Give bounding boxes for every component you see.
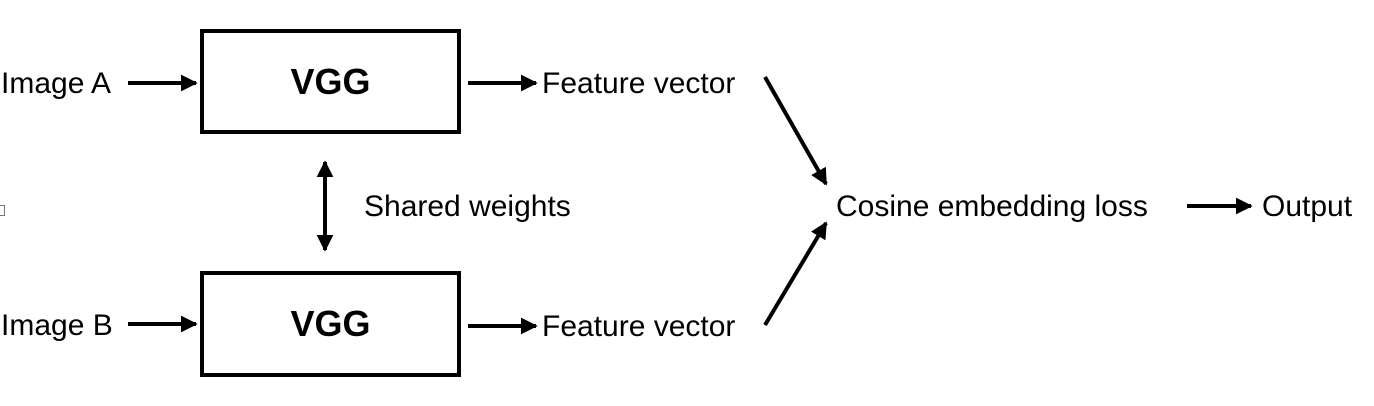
image-b-label: Image B [1, 309, 113, 342]
cosine-embedding-loss-label: Cosine embedding loss [836, 190, 1148, 223]
image-a-label: Image A [1, 67, 112, 100]
feature-vector-b-label: Feature vector [542, 310, 736, 343]
vgg-box-a: VGG [200, 29, 461, 134]
arrow-feature-a-to-loss [763, 76, 828, 186]
vgg-box-a-label: VGG [290, 60, 371, 102]
arrow-feature-b-to-loss [763, 221, 828, 327]
shared-weights-label: Shared weights [364, 190, 571, 223]
vgg-box-b-label: VGG [290, 303, 371, 344]
output-label: Output [1262, 190, 1353, 223]
vgg-box-b: VGG [200, 271, 461, 377]
edge-marker [0, 205, 5, 216]
feature-vector-a-label: Feature vector [542, 67, 736, 100]
